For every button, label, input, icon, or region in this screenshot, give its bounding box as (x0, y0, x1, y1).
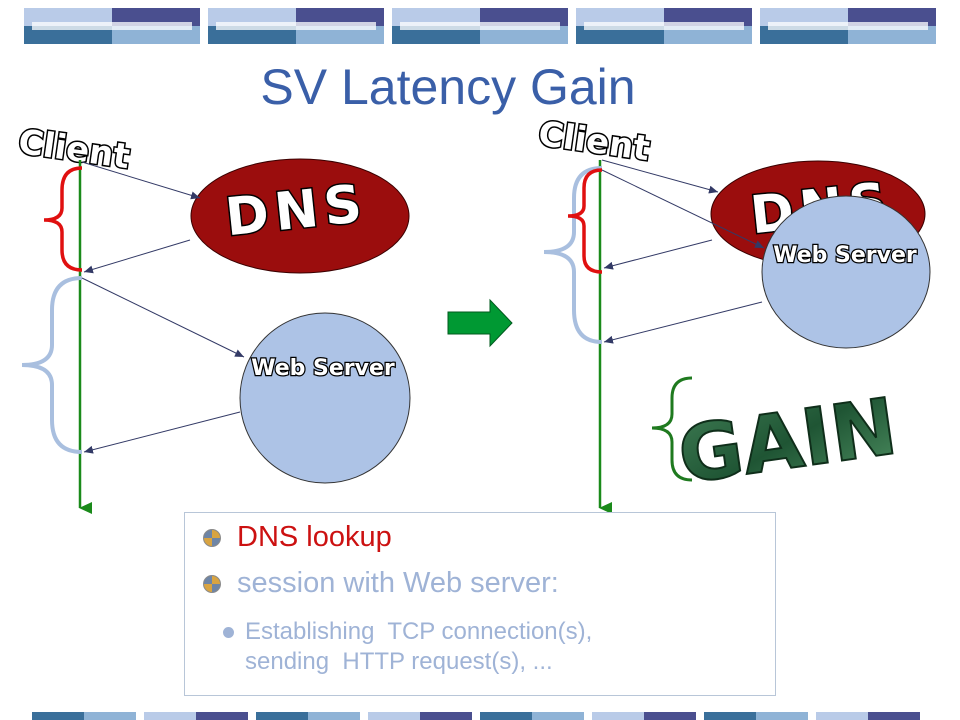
top-decor-band (24, 8, 936, 44)
left-diagram: Client DNS Web Server (14, 120, 411, 514)
left-web-brace (21, 276, 83, 454)
right-arrow-dns-to-client (603, 239, 713, 270)
right-web-brace (543, 166, 603, 344)
right-client-label: Client (536, 114, 652, 169)
right-arrow-client-to-web (601, 169, 765, 249)
legend-sub-line-2: sending HTTP request(s), ... (245, 648, 553, 675)
left-web-label: Web Server (251, 356, 395, 381)
left-arrow-client-to-dns (81, 161, 201, 200)
right-web-ellipse (761, 195, 931, 349)
legend-box: DNS lookup session with Web server: Esta… (184, 512, 776, 696)
page-title: SV Latency Gain (260, 59, 636, 115)
right-arrow-web-to-client (603, 301, 763, 344)
legend-item-label: session with Web server: (237, 567, 559, 599)
sub-bullet-icon (223, 627, 234, 638)
right-web-label: Web Server (773, 243, 917, 268)
left-web-ellipse (239, 312, 411, 484)
bullet-icon (203, 574, 221, 593)
left-arrow-client-to-web (81, 277, 245, 358)
legend-item-label: DNS lookup (237, 521, 392, 553)
left-arrow-dns-to-client (83, 239, 191, 274)
right-arrow-client-to-dns (601, 159, 719, 194)
legend-item-web-session: session with Web server: (203, 567, 559, 600)
left-arrow-web-to-client (83, 411, 241, 454)
bullet-icon (203, 528, 221, 547)
legend-sub-line-1: Establishing TCP connection(s), (245, 618, 593, 645)
bottom-decor-band (32, 712, 920, 720)
legend-item-dns-lookup: DNS lookup (203, 521, 392, 554)
transition-arrow-icon (447, 298, 513, 348)
gain-brace (651, 376, 693, 482)
left-dns-brace (43, 166, 83, 272)
left-dns-ellipse (190, 158, 410, 274)
gain-label: GAIN (673, 382, 902, 502)
right-diagram: Client DNS Web Server GAIN (534, 112, 931, 514)
right-dns-brace (567, 168, 603, 274)
legend-sub-item: Establishing TCP connection(s), sending … (223, 617, 593, 677)
